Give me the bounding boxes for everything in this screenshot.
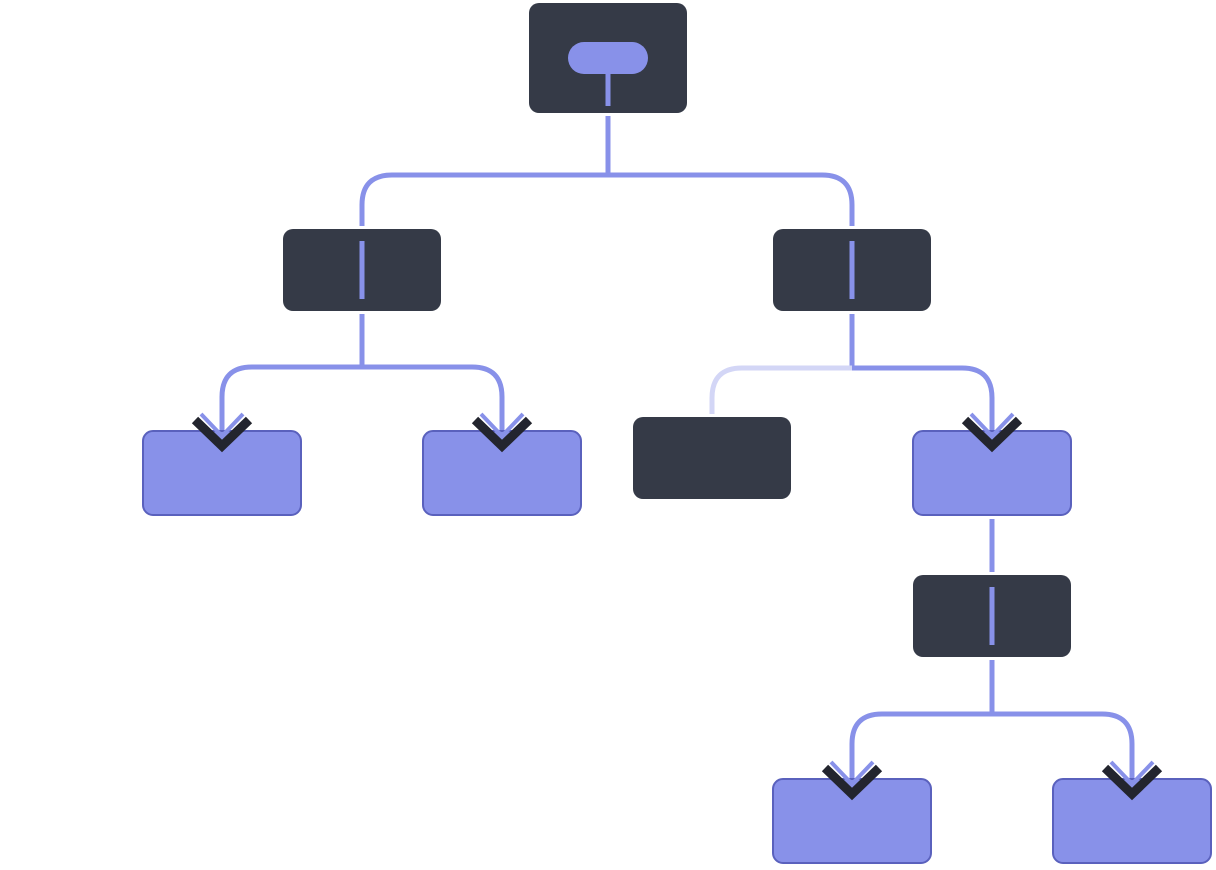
leaf-left-1-arrow-shadow (191, 416, 253, 453)
leaf-left-2-node (422, 430, 582, 516)
connector-layer (219, 116, 1135, 788)
arrow-layer (191, 406, 1163, 801)
branch-right-light-arrow-icon (969, 412, 1015, 439)
leaf-right-dark-link (709, 365, 852, 414)
leaf-left-1-arrow-icon (199, 412, 245, 439)
node-layer (142, 3, 1212, 864)
leaf-deep-2-node (1052, 778, 1212, 864)
leaf-deep-1-arrow-icon (829, 760, 875, 787)
leaf-deep-1-link (849, 711, 992, 788)
branch-right-light-arrow-shadow (961, 416, 1023, 453)
leaf-left-2-arrow-shadow (471, 416, 533, 453)
leaf-deep-2-arrow-icon (1109, 760, 1155, 787)
branch-right-light-node (912, 430, 1072, 516)
leaf-right-dark-node (633, 417, 791, 499)
leaf-left-1-link (219, 364, 362, 440)
leaf-deep-2-link (992, 711, 1135, 788)
leaf-left-2-arrow-icon (479, 412, 525, 439)
leaf-deep-1-node (772, 778, 932, 864)
leaf-left-1-node (142, 430, 302, 516)
pill-icon (568, 42, 648, 74)
leaf-deep-2-arrow-shadow (1101, 764, 1163, 801)
branch-right-link (608, 172, 855, 226)
branch-right-light-link (852, 365, 995, 440)
branch-left-link (359, 172, 608, 226)
leaf-deep-1-arrow-shadow (821, 764, 883, 801)
leaf-left-2-link (362, 364, 505, 440)
